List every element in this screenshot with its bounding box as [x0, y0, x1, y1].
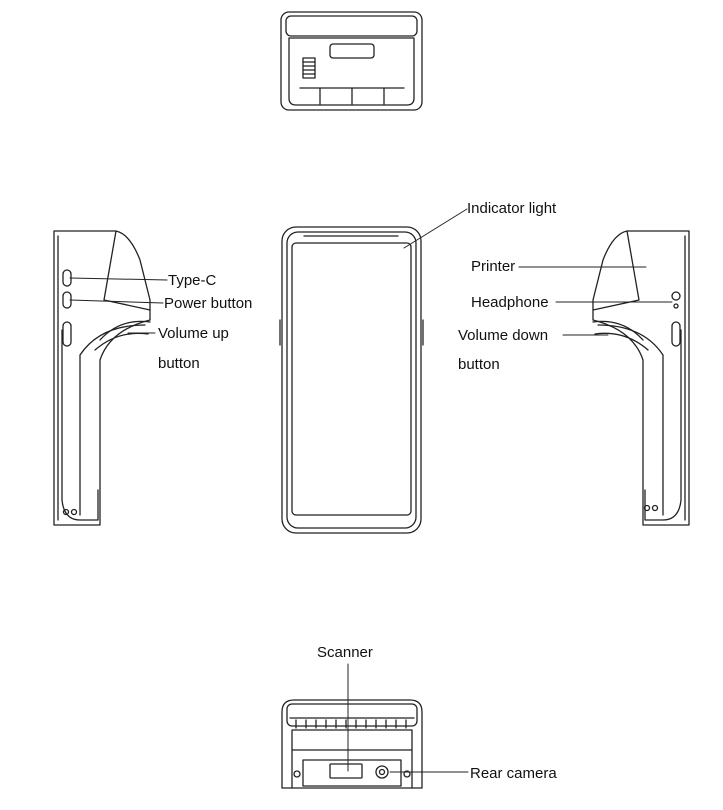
rear-camera-label: Rear camera [470, 765, 557, 782]
leader-lines [69, 208, 673, 773]
left-side-view [53, 230, 151, 526]
headphone-label: Headphone [471, 294, 549, 311]
volume-up-label-line1: Volume up [158, 325, 229, 342]
bottom-view [281, 699, 423, 789]
printer-label: Printer [471, 258, 516, 275]
top-view [280, 11, 423, 111]
type-c-label: Type-C [168, 272, 217, 289]
volume-down-label-line2: button [458, 356, 500, 373]
front-view [279, 226, 424, 534]
volume-up-label-line2: button [158, 355, 200, 372]
power-button-label: Power button [164, 295, 253, 312]
right-side-view [592, 230, 690, 526]
scanner-label: Scanner [317, 644, 373, 661]
indicator-light-label: Indicator light [467, 200, 557, 217]
volume-down-label-line1: Volume down [458, 327, 549, 344]
